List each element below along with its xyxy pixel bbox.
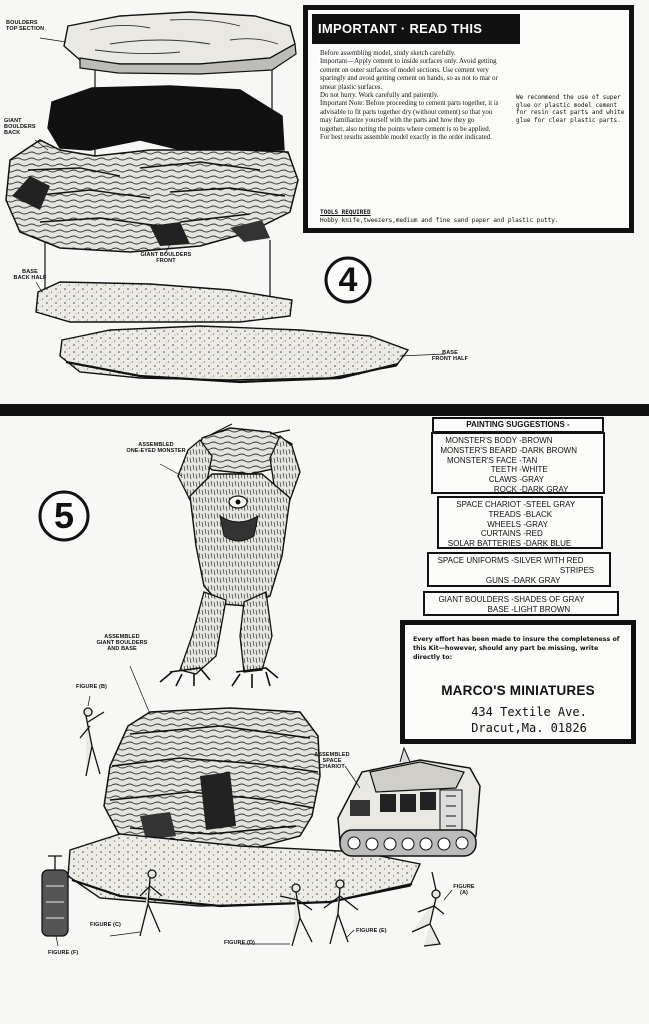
- paint-row: TREADS -BLACK: [488, 509, 553, 519]
- paint-row: GUNS -DARK GRAY: [485, 575, 561, 585]
- paint-row: SPACE CHARIOT -STEEL GRAY: [456, 500, 576, 509]
- section-divider: [0, 404, 649, 416]
- label-figure-a: FIGURE(A): [453, 884, 475, 896]
- step5-number: 5: [53, 495, 75, 536]
- instruction-paragraph: Do not hurry. Work carefully and patient…: [320, 92, 439, 100]
- paint-group-monster: MONSTER'S BODY -BROWN MONSTER'S BEARD -D…: [431, 432, 605, 494]
- instruction-paragraph: Before assembling model, study sketch ca…: [320, 50, 456, 57]
- figure-a: [411, 871, 445, 947]
- boulders-top-section: [63, 11, 297, 75]
- tools-required: TOOLS REQUIRED Hobby knife,tweezers,medi…: [320, 209, 630, 225]
- paint-row: CURTAINS -RED: [480, 529, 543, 539]
- tools-heading: TOOLS REQUIRED: [320, 209, 371, 216]
- figure-d: [279, 883, 313, 947]
- assembled-boulders-and-base: [67, 707, 422, 908]
- important-heading: IMPORTANT · READ THIS FIRST!: [312, 14, 520, 66]
- company-name: MARCO'S MINIATURES: [441, 683, 595, 698]
- paint-group-boulders: GIANT BOULDERS -SHADES OF GRAY BASE -LIG…: [423, 591, 619, 616]
- important-instructions: Before assembling model, study sketch ca…: [320, 50, 500, 142]
- figure-c: [139, 869, 163, 937]
- step4-badge-circle: [324, 256, 372, 304]
- important-notice-box: IMPORTANT · READ THIS FIRST! Before asse…: [303, 5, 634, 233]
- paint-row: MONSTER'S BODY -BROWN: [445, 436, 553, 445]
- instruction-paragraph: For best results assemble model exactly …: [320, 134, 492, 142]
- paint-row: WHEELS -GRAY: [487, 519, 548, 529]
- figure-f: [41, 855, 69, 937]
- paint-row: TEETH -WHITE: [490, 465, 548, 475]
- label-figure-f: FIGURE (F): [48, 950, 79, 956]
- paint-row: SOLAR BATTERIES -DARK BLUE: [447, 539, 572, 549]
- giant-boulders-front: [5, 139, 299, 253]
- paint-row: -STRIPES: [559, 565, 595, 575]
- instruction-paragraph: Important Note: Before proceeding to cem…: [320, 100, 499, 133]
- paint-group-chariot: SPACE CHARIOT -STEEL GRAY TREADS -BLACK …: [437, 496, 603, 549]
- painting-suggestions-title: PAINTING SUGGESTIONS -: [432, 417, 604, 433]
- paint-row: MONSTER'S BEARD -DARK BROWN: [440, 445, 578, 455]
- step5-badge-circle: [38, 490, 90, 542]
- paint-row: ROCK -DARK GRAY: [493, 484, 569, 494]
- paint-row: GIANT BOULDERS -SHADES OF GRAY: [438, 595, 585, 604]
- instruction-paragraph: Important—Apply cement to inside surface…: [320, 58, 498, 91]
- city-address: Dracut,Ma. 01826: [471, 721, 587, 735]
- paint-row: CLAWS -GRAY: [488, 475, 544, 485]
- missing-parts-note: Every effort has been made to insure the…: [413, 636, 620, 661]
- glue-recommendation: We recommend the use of super glue or pl…: [516, 94, 625, 124]
- label-figure-b: FIGURE (B): [76, 684, 107, 690]
- giant-boulders-back: [47, 85, 285, 153]
- paint-group-uniforms: SPACE UNIFORMS -SILVER WITH RED -STRIPES…: [427, 552, 611, 587]
- label-figure-e: FIGURE (E): [356, 928, 387, 934]
- label-figure-d: FIGURE (D): [224, 940, 255, 946]
- contact-box: Every effort has been made to insure the…: [400, 620, 636, 744]
- base-back-half: [35, 281, 293, 323]
- space-chariot: [337, 746, 481, 857]
- step5-assembly-diagram: [38, 423, 481, 947]
- paint-row: SPACE UNIFORMS -SILVER WITH RED: [437, 556, 584, 565]
- step4-exploded-diagram: [5, 11, 446, 384]
- label-figure-c: FIGURE (C): [90, 922, 121, 928]
- base-front-half: [59, 325, 410, 381]
- step4-number: 4: [338, 261, 358, 299]
- tools-list: Hobby knife,tweezers,medium and fine san…: [320, 217, 559, 224]
- paint-row: MONSTER'S FACE -TAN: [447, 455, 538, 465]
- figure-b: [79, 707, 105, 777]
- figure-e: [323, 879, 359, 945]
- paint-row: BASE -LIGHT BROWN: [487, 604, 571, 614]
- one-eyed-monster: [159, 423, 301, 688]
- street-address: 434 Textile Ave.: [471, 705, 587, 719]
